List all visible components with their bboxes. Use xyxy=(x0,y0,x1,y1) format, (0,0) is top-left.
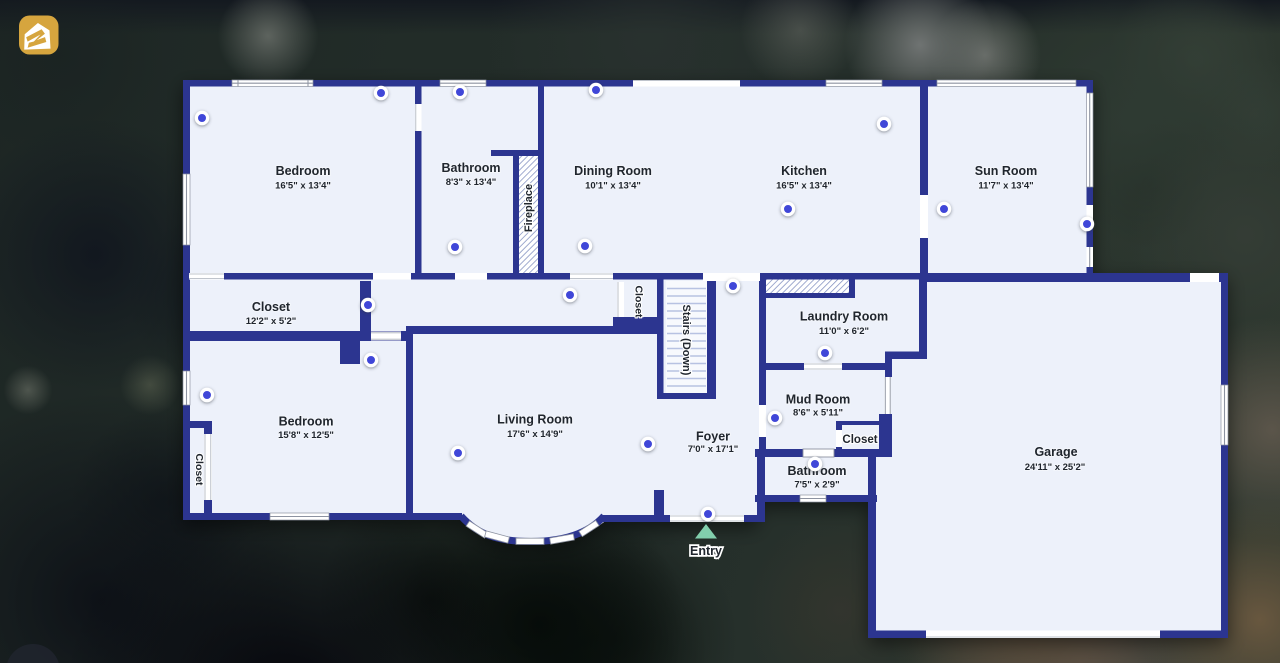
svg-text:Sun Room: Sun Room xyxy=(975,164,1038,178)
svg-text:17'6" x 14'9": 17'6" x 14'9" xyxy=(507,429,563,440)
svg-text:Living Room: Living Room xyxy=(497,413,573,427)
svg-text:Closet: Closet xyxy=(842,434,877,446)
svg-text:Closet: Closet xyxy=(252,300,291,314)
svg-text:Bathroom: Bathroom xyxy=(787,464,846,478)
svg-text:10'1" x 13'4": 10'1" x 13'4" xyxy=(585,181,641,192)
svg-text:Dining Room: Dining Room xyxy=(574,164,652,178)
svg-text:24'11" x 25'2": 24'11" x 25'2" xyxy=(1025,462,1086,473)
svg-text:Closet: Closet xyxy=(633,285,645,318)
svg-text:Fireplace: Fireplace xyxy=(523,184,535,232)
svg-text:Bathroom: Bathroom xyxy=(441,161,500,175)
svg-text:16'5" x 13'4": 16'5" x 13'4" xyxy=(776,181,832,192)
svg-text:Laundry Room: Laundry Room xyxy=(800,310,888,324)
svg-text:Bedroom: Bedroom xyxy=(276,164,331,178)
svg-text:12'2" x 5'2": 12'2" x 5'2" xyxy=(246,316,297,327)
svg-text:16'5" x 13'4": 16'5" x 13'4" xyxy=(275,181,331,192)
svg-text:Foyer: Foyer xyxy=(696,430,730,444)
svg-text:11'0" x 6'2": 11'0" x 6'2" xyxy=(819,326,869,337)
svg-text:7'0" x 17'1": 7'0" x 17'1" xyxy=(688,444,739,455)
svg-text:Kitchen: Kitchen xyxy=(781,164,827,178)
svg-text:Entry: Entry xyxy=(690,544,722,558)
svg-text:Garage: Garage xyxy=(1034,445,1077,459)
svg-text:8'6" x 5'11": 8'6" x 5'11" xyxy=(793,408,843,419)
svg-text:11'7" x 13'4": 11'7" x 13'4" xyxy=(978,181,1033,192)
svg-text:Mud Room: Mud Room xyxy=(786,393,851,407)
svg-text:Bedroom: Bedroom xyxy=(279,415,334,429)
svg-text:8'3" x 13'4": 8'3" x 13'4" xyxy=(446,177,497,188)
svg-text:Closet: Closet xyxy=(193,453,205,486)
svg-text:Stairs (Down): Stairs (Down) xyxy=(680,305,692,376)
svg-text:15'8" x 12'5": 15'8" x 12'5" xyxy=(278,430,334,441)
svg-text:7'5" x 2'9": 7'5" x 2'9" xyxy=(794,480,839,491)
